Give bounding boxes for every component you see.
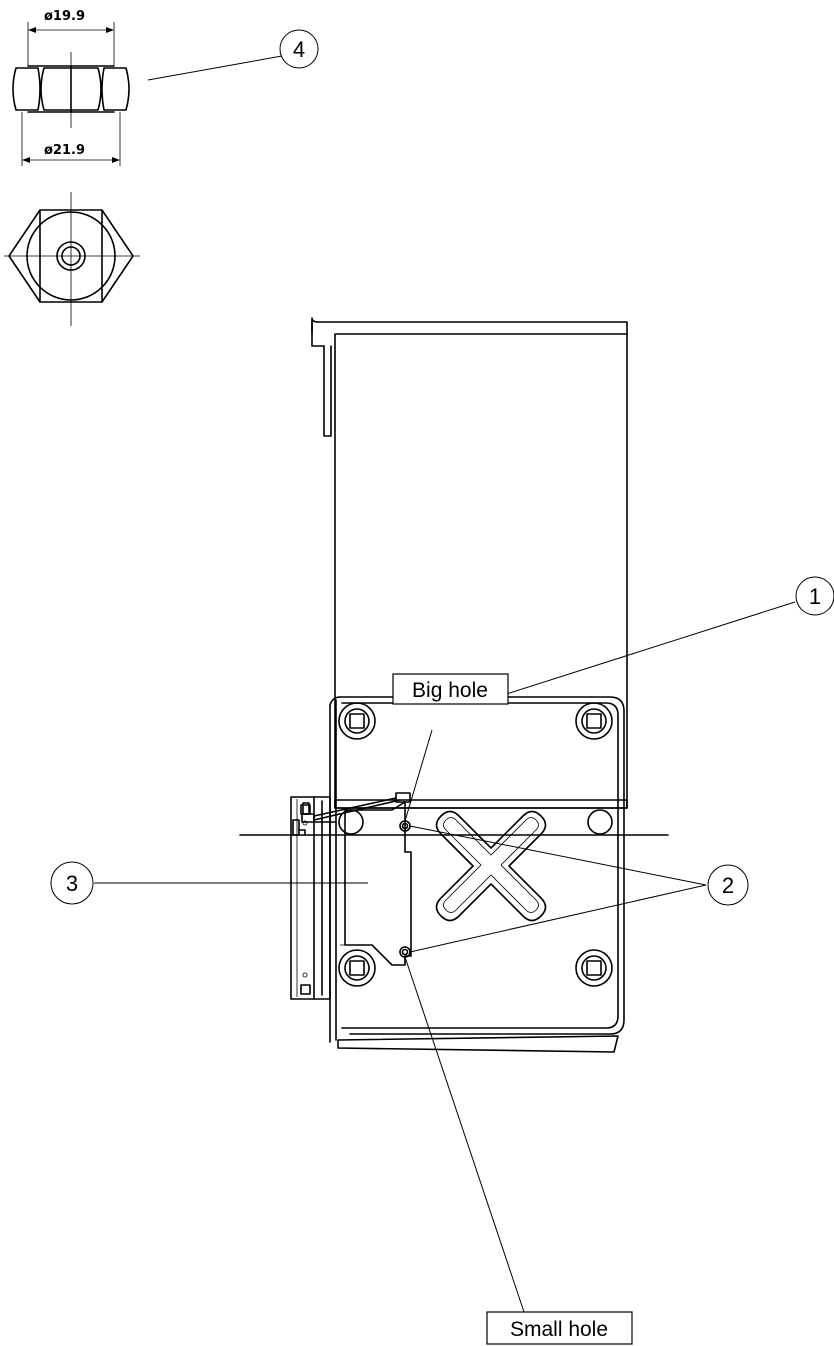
svg-text:1: 1 [809,584,821,609]
svg-text:2: 2 [722,873,734,898]
label-small-hole: Small hole [404,956,633,1345]
svg-text:3: 3 [66,871,78,896]
cabinet-bottom-view [290,696,625,1053]
cabinet-side-view [239,317,669,836]
svg-text:4: 4 [293,37,305,62]
callout-2: 2 [409,825,749,953]
fitting-side-view: ø19.9 ø21.9 [12,9,130,166]
svg-text:Big hole: Big hole [412,679,488,702]
dimension-bottom: ø21.9 [44,143,85,158]
dimension-top: ø19.9 [44,9,85,24]
callout-1: 1 [496,576,834,698]
svg-text:Small hole: Small hole [510,1318,608,1341]
label-big-hole: Big hole [392,673,509,822]
callout-3: 3 [50,861,368,905]
fitting-top-view [4,192,140,326]
callout-4: 4 [147,29,319,81]
